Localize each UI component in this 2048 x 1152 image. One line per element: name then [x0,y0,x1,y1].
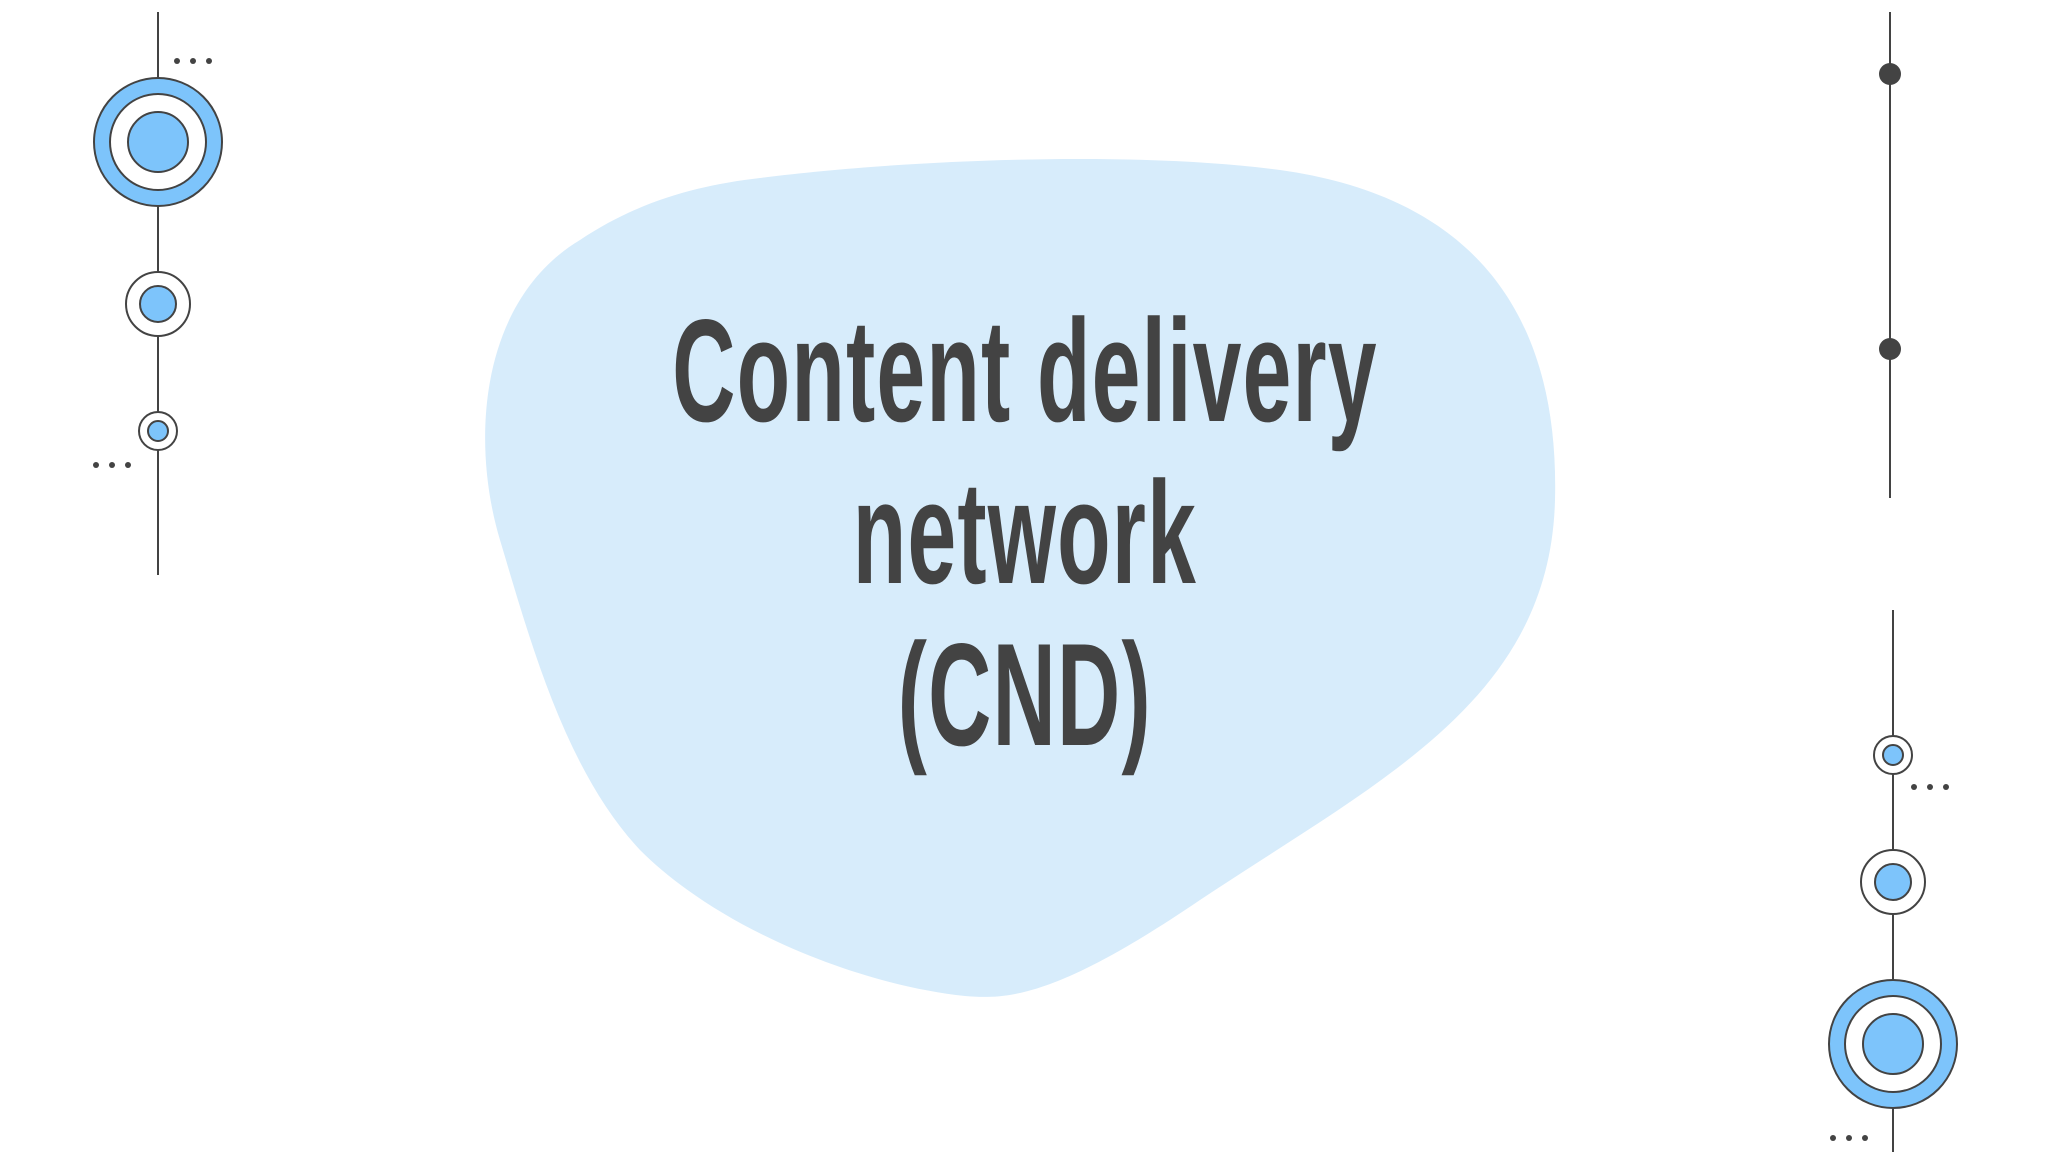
background-blob [485,158,1556,997]
three-dots-icon [1830,1135,1868,1141]
left-circles-decoration [93,12,223,575]
title-line-3: (CND) [897,613,1153,776]
title-line-2: network [852,451,1198,614]
slide-title: Content delivery network (CND) [520,290,1530,800]
three-dots-icon [1911,784,1949,790]
title-line-1: Content delivery [672,289,1378,452]
three-dots-icon [93,462,131,468]
bottom-right-circles-decoration [1828,610,1958,1152]
three-dots-icon [174,58,212,64]
top-right-dots-decoration [1879,12,1901,498]
